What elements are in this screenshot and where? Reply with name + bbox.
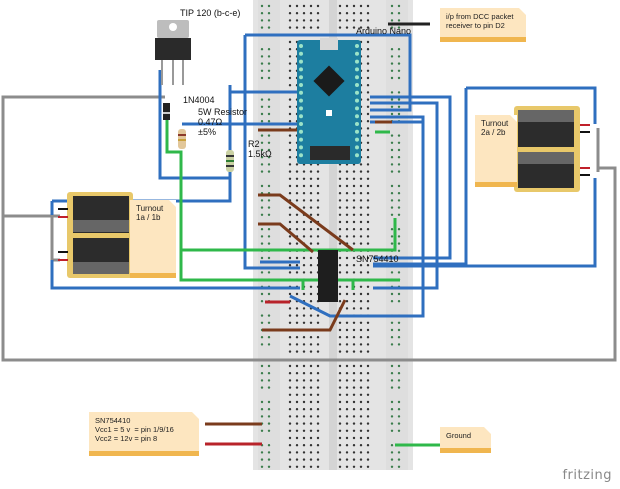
- diode-label: 1N4004: [183, 95, 215, 105]
- driver-ic-label: SN754410: [356, 254, 399, 264]
- sn754410-chip: [318, 250, 338, 302]
- power-resistor: [178, 129, 186, 149]
- turnout-2-motor: [514, 106, 590, 192]
- transistor-label: TIP 120 (b-c-e): [180, 8, 241, 18]
- diode-1n4004: [163, 103, 170, 120]
- ic-power-note: SN754410 Vcc1 = 5 v = pin 1/9/16 Vcc2 = …: [89, 412, 199, 456]
- blue-wires: [50, 33, 597, 318]
- brown-wires: [205, 120, 392, 426]
- fritzing-logo: fritzing: [562, 468, 612, 483]
- turnout-2-note: Turnout 2a / 2b: [475, 115, 517, 187]
- ground-note: Ground: [440, 427, 491, 453]
- dcc-input-note: i/p from DCC packet receiver to pin D2: [440, 8, 526, 42]
- tip120-transistor: [155, 20, 191, 85]
- red-wires: [205, 300, 290, 446]
- resistor-r2: [226, 150, 234, 172]
- arduino-nano: [297, 38, 361, 164]
- r2-label: R2 1.5kΩ: [248, 139, 272, 159]
- ground-text: Ground: [446, 431, 472, 440]
- turnout-1-note: Turnout 1a / 1b: [130, 200, 176, 278]
- power-resistor-label: 5W Resistor 0.47Ω ±5%: [198, 107, 248, 137]
- dcc-input-text: i/p from DCC packet receiver to pin D2: [446, 12, 514, 30]
- turnout-2-label: Turnout 2a / 2b: [481, 119, 509, 137]
- turnout-1-motor: [58, 192, 133, 278]
- ic-power-text: SN754410 Vcc1 = 5 v = pin 1/9/16 Vcc2 = …: [95, 416, 174, 443]
- arduino-label: Arduino Nano: [356, 26, 412, 36]
- turnout-1-label: Turnout 1a / 1b: [136, 204, 164, 222]
